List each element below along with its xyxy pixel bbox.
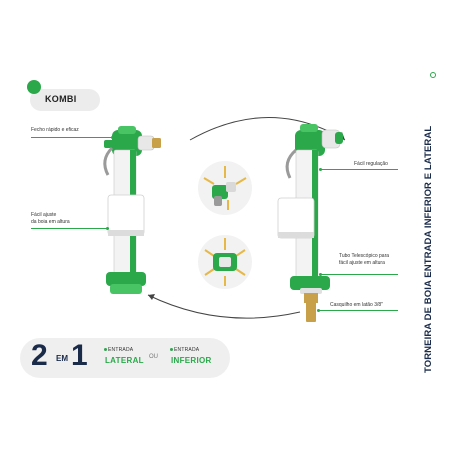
corner-mark	[430, 72, 436, 78]
left-valve	[103, 126, 161, 294]
arrow-bottom-head	[148, 294, 155, 300]
callout-ajuste-line	[31, 228, 107, 229]
badge-em: EM	[56, 354, 68, 363]
option-inferior-small: ENTRADA	[174, 347, 200, 353]
callout-ajuste-line2: da boia em altura	[31, 218, 70, 225]
callout-tubo-line1: Tubo Telescópico para	[339, 253, 390, 259]
brand-dot	[27, 80, 41, 94]
callout-tubo-dot	[319, 272, 322, 276]
callout-ajuste-dot	[106, 226, 109, 230]
arrow-bottom-curve	[147, 294, 301, 319]
option-inferior-label: INFERIOR	[171, 356, 212, 365]
brand-pill	[30, 89, 100, 111]
badge-number-two: 2	[31, 339, 48, 372]
callout-regulacao-line	[320, 169, 398, 170]
callout-tubo-line	[320, 274, 398, 275]
callout-tubo: Tubo Telescópico para fácil ajuste em al…	[339, 253, 389, 266]
right-valve	[277, 124, 343, 322]
callout-casquilho: Casquilho em latão 3/8"	[330, 302, 383, 308]
option-inferior-dot	[170, 348, 173, 351]
option-lateral-dot	[104, 348, 107, 351]
option-lateral-label: LATERAL	[105, 356, 144, 365]
callout-fecho-dot	[111, 135, 114, 139]
badge-number-one: 1	[71, 339, 88, 372]
detail-circle-top	[198, 161, 252, 215]
callout-ajuste-line1: Fácil ajuste	[31, 212, 57, 218]
callout-ajuste: Fácil ajuste da boia em altura	[31, 212, 70, 225]
detail-circle-bottom	[198, 235, 252, 289]
callout-regulacao: Fácil regulação	[354, 161, 388, 167]
two-in-one-pill	[20, 338, 230, 378]
brand-name: KOMBI	[45, 94, 77, 104]
callout-regulacao-dot	[319, 167, 322, 171]
callout-casquilho-dot	[317, 308, 320, 312]
option-lateral-small: ENTRADA	[108, 347, 134, 353]
callout-casquilho-line	[318, 310, 398, 311]
callout-fecho: Fecho rápido e eficaz	[31, 127, 79, 133]
callout-fecho-line	[31, 137, 112, 138]
callout-tubo-line2: fácil ajuste em altura	[339, 259, 385, 266]
or-label: OU	[149, 354, 158, 360]
